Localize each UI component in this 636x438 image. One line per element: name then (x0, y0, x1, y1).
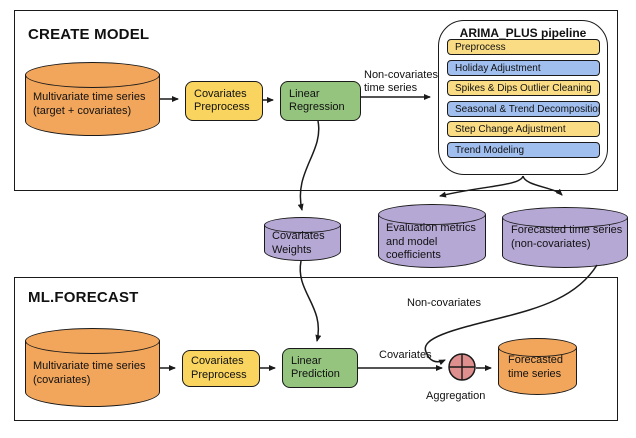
evaluation-metrics-label: Evaluation metrics and model coefficient… (386, 222, 476, 261)
linear-regression-box: Linear Regression (280, 81, 361, 121)
arima-plus-pipeline-container: ARIMA_PLUS pipeline Preprocess Holiday A… (438, 20, 608, 175)
pipeline-step-trend-modeling: Trend Modeling (447, 141, 600, 158)
cylinder-top (25, 328, 160, 354)
linear-prediction-box: Linear Prediction (282, 348, 358, 388)
covariates-weights-label: Covariates Weights (272, 230, 325, 256)
aggregation-label: Aggregation (426, 390, 486, 402)
ml-forecast-title: ML.FORECAST (28, 289, 139, 306)
pipeline-step-seasonal-trend: Seasonal & Trend Decomposition (447, 100, 600, 117)
multivariate-covariates-cylinder: Multivariate time series (covariates) (25, 328, 160, 407)
multivariate-target-covariates-cylinder: Multivariate time series (target + covar… (25, 62, 160, 136)
pipeline-step-spikes-dips: Spikes & Dips Outlier Cleaning (447, 80, 600, 96)
cylinder-top (378, 204, 486, 225)
covariates-preprocess-box-bottom: Covariates Preprocess (182, 350, 260, 387)
cylinder-top (502, 207, 628, 228)
linear-regression-label: Linear Regression (289, 87, 345, 114)
noncovariates-flow-label: Non-covariates (407, 297, 481, 309)
multivariate-target-covariates-label: Multivariate time series (target + covar… (33, 91, 146, 117)
forecasted-noncovariates-label: Forecasted time series (non-covariates) (511, 224, 623, 250)
covariates-weights-cylinder: Covariates Weights (264, 217, 341, 261)
cylinder-top (25, 62, 160, 88)
evaluation-metrics-cylinder: Evaluation metrics and model coefficient… (378, 204, 486, 268)
noncovariates-time-series-label: Non-covariates time series (364, 69, 438, 94)
pipeline-step-preprocess: Preprocess (447, 39, 600, 55)
pipeline-step-holiday-adjustment: Holiday Adjustment (447, 59, 600, 76)
arima-plus-pipeline-title: ARIMA_PLUS pipeline (459, 26, 587, 40)
forecasted-noncovariates-cylinder: Forecasted time series (non-covariates) (502, 207, 628, 268)
covariates-preprocess-label-top: Covariates Preprocess (194, 87, 250, 114)
create-model-title: CREATE MODEL (28, 26, 150, 43)
covariates-preprocess-box-top: Covariates Preprocess (185, 81, 263, 121)
forecasted-time-series-label: Forecasted time series (508, 354, 564, 380)
pipeline-step-step-change: Step Change Adjustment (447, 121, 600, 137)
covariates-flow-label: Covariates (379, 349, 432, 361)
linear-prediction-label: Linear Prediction (291, 354, 340, 381)
forecasted-time-series-cylinder: Forecasted time series (498, 338, 577, 395)
covariates-preprocess-label-bottom: Covariates Preprocess (191, 355, 247, 381)
multivariate-covariates-label: Multivariate time series (covariates) (33, 360, 146, 386)
cylinder-top (264, 217, 341, 233)
